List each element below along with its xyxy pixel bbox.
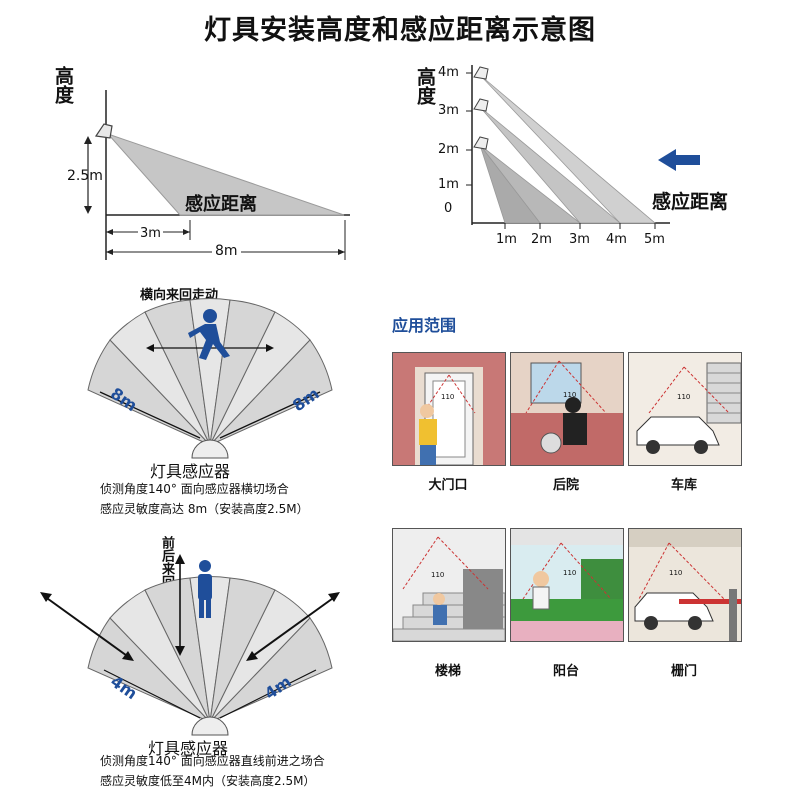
scene-number: 110 xyxy=(441,393,455,401)
scene-stairs: 110 xyxy=(392,528,506,642)
x-tick-2m: 2m xyxy=(531,232,552,247)
walking-person-icon xyxy=(188,309,230,360)
x-tick-4m: 4m xyxy=(606,232,627,247)
caption-line2: 感应灵敏度高达 8m（安装高度2.5M） xyxy=(100,502,309,516)
sensor-label: 灯具感应器 xyxy=(148,739,229,758)
sensor-label: 灯具感应器 xyxy=(150,462,231,481)
scene-label-gate: 栅门 xyxy=(670,664,697,679)
scene-label-stairs: 楼梯 xyxy=(434,664,461,679)
sensor-icon xyxy=(473,98,489,112)
scene-label-garage: 车库 xyxy=(670,478,697,493)
fan-bottom-svg xyxy=(40,554,340,736)
caption-line1: 侦测角度140° 面向感应器横切场合 xyxy=(100,482,289,496)
distance-label: 感应距离 xyxy=(185,194,257,215)
scene-label-backyard: 后院 xyxy=(552,478,579,493)
fan-segments xyxy=(87,298,333,446)
sensor-icon xyxy=(473,66,489,80)
scene-label-balcony: 阳台 xyxy=(552,664,579,679)
height-diagram-right-svg xyxy=(466,65,700,229)
dist-long-label: 8m xyxy=(212,243,241,259)
x-tick-1m: 1m xyxy=(496,232,517,247)
beam-4m xyxy=(479,74,657,224)
arrow-left-out xyxy=(43,595,131,659)
dist-short-label: 3m xyxy=(138,226,163,241)
scene-number: 110 xyxy=(677,393,691,401)
y-tick-2m: 2m xyxy=(438,142,459,157)
scene-number: 110 xyxy=(431,571,445,579)
y-tick-4m: 4m xyxy=(438,65,459,80)
scene-number: 110 xyxy=(669,569,683,577)
height-diagram-right: 高度 4m 3m 2m 1m 0 1m 2m 3m 4m 5m 感应距离 xyxy=(400,55,800,255)
page-title: 灯具安装高度和感应距离示意图 xyxy=(204,15,596,46)
fan-diagram-top: 横向来回走动 8m 8m 灯具感应器 侦测角度140° 面向感应器横切场合 感应… xyxy=(60,280,360,520)
y-tick-1m: 1m xyxy=(438,177,459,192)
y-axis-label: 高度 xyxy=(414,67,436,105)
y-tick-0: 0 xyxy=(444,201,453,216)
height-diagram-left: 高度 2.5m 感应距离 3m 8m xyxy=(0,60,380,270)
distance-label: 感应距离 xyxy=(652,191,729,213)
y-axis-label: 高度 xyxy=(52,66,74,104)
scene-gate: 110 xyxy=(628,528,742,642)
x-tick-5m: 5m xyxy=(644,232,665,247)
beam-3m xyxy=(479,106,622,224)
scene-garage: 110 xyxy=(628,352,742,466)
fan-diagram-bottom: 前后来回走动 4m xyxy=(30,530,370,795)
scene-label-front-door: 大门口 xyxy=(428,478,468,493)
caption-line1: 侦测角度140° 面向感应器直线前进之场合 xyxy=(100,754,325,768)
arrow-right-out xyxy=(249,595,337,659)
scene-number: 110 xyxy=(563,391,577,399)
height-label: 2.5m xyxy=(67,168,103,184)
sensor-icon xyxy=(94,123,113,139)
beam-1m xyxy=(479,144,541,224)
standing-person-icon xyxy=(198,560,212,618)
applications-heading: 应用范围 xyxy=(392,316,457,335)
fan-top-svg xyxy=(87,298,333,459)
scene-front-door: 110 xyxy=(392,352,506,466)
direction-arrow-icon xyxy=(658,149,700,171)
sensor-icon xyxy=(191,716,229,736)
scene-balcony: 110 xyxy=(510,528,624,642)
height-diagram-left-svg xyxy=(84,90,350,260)
scene-number: 110 xyxy=(563,569,577,577)
caption-line2: 感应灵敏度低至4M内（安装高度2.5M） xyxy=(100,774,316,788)
detection-beam xyxy=(106,132,345,216)
sensor-icon xyxy=(473,136,489,150)
scene-backyard: 110 xyxy=(510,352,624,466)
y-tick-3m: 3m xyxy=(438,103,459,118)
sensor-icon xyxy=(191,439,229,459)
x-tick-3m: 3m xyxy=(569,232,590,247)
